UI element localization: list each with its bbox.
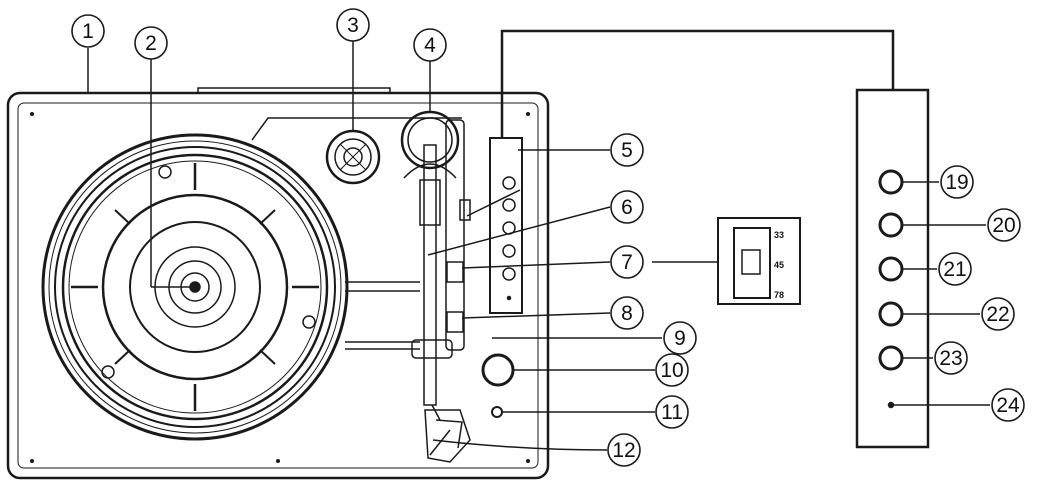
callout-circle: [981, 297, 1015, 331]
callout-4: 4: [413, 28, 447, 62]
tonearm: [400, 110, 465, 421]
callout-circle: [134, 26, 168, 60]
callout-12: 12: [607, 433, 641, 467]
power-indicator: [491, 406, 503, 418]
callout-number: 6: [621, 196, 633, 219]
callout-number: 22: [986, 303, 1009, 326]
platter-chassis-lines: [345, 281, 420, 350]
corner-screws: [30, 112, 530, 463]
callout-circle: [938, 252, 972, 286]
callout-23: 23: [934, 341, 968, 375]
callout-20: 20: [987, 208, 1021, 242]
callout-9: 9: [663, 321, 697, 355]
callout-number: 1: [82, 20, 94, 43]
speed-selector-inset: [717, 217, 801, 305]
speed-label-33: 33: [774, 230, 784, 240]
callout-number: 10: [660, 359, 683, 382]
callout-24: 24: [991, 388, 1025, 422]
callout-number: 2: [145, 32, 157, 55]
callout-number: 24: [996, 394, 1020, 417]
callout-number: 4: [424, 34, 436, 57]
callout-6: 6: [610, 190, 644, 224]
record-adaptor: [325, 129, 381, 185]
callout-number: 7: [621, 251, 633, 274]
callout-21: 21: [938, 252, 972, 286]
callout-circle: [987, 208, 1021, 242]
callout-circle: [610, 245, 644, 279]
callout-circle: [607, 433, 641, 467]
callout-number: 23: [939, 347, 962, 370]
callout-5: 5: [610, 133, 644, 167]
callout-22: 22: [981, 297, 1015, 331]
callout-number: 11: [661, 401, 683, 424]
platter: [41, 117, 462, 441]
callout-number: 12: [612, 439, 635, 462]
callout-circle: [610, 133, 644, 167]
callout-circle: [940, 165, 974, 199]
callout-number: 9: [674, 327, 686, 350]
callout-circle: [71, 14, 105, 48]
leader-lines: [87, 40, 990, 451]
callout-number: 21: [943, 258, 966, 281]
callout-circle: [663, 321, 697, 355]
lid-hinge-strip: [197, 87, 391, 93]
callout-7: 7: [610, 245, 644, 279]
callout-1: 1: [71, 14, 105, 48]
rear-cable: [500, 29, 895, 138]
callout-circle: [655, 353, 689, 387]
callout-number: 19: [945, 171, 968, 194]
control-column: [446, 137, 523, 333]
callout-number: 3: [347, 14, 359, 37]
callout-circle: [413, 28, 447, 62]
speed-label-78: 78: [774, 290, 784, 300]
callout-circle: [991, 388, 1025, 422]
callout-circle: [934, 341, 968, 375]
volume-knob: [481, 353, 515, 387]
speed-label-45: 45: [774, 260, 784, 270]
turntable-body: [6, 91, 550, 480]
callout-10: 10: [655, 353, 689, 387]
callout-number: 5: [621, 139, 633, 162]
callout-circle: [655, 395, 689, 429]
callout-2: 2: [134, 26, 168, 60]
speed-labels: 33 45 78: [774, 230, 784, 300]
cartridge-headshell: [424, 409, 471, 463]
callout-3: 3: [336, 8, 370, 42]
callout-19: 19: [940, 165, 974, 199]
callout-circle: [610, 190, 644, 224]
callout-circle: [610, 296, 644, 330]
callout-11: 11: [655, 395, 689, 429]
callout-8: 8: [610, 296, 644, 330]
callout-circle: [336, 8, 370, 42]
callout-number: 8: [621, 302, 633, 325]
callout-number: 20: [992, 214, 1015, 237]
spindle: [189, 281, 201, 293]
